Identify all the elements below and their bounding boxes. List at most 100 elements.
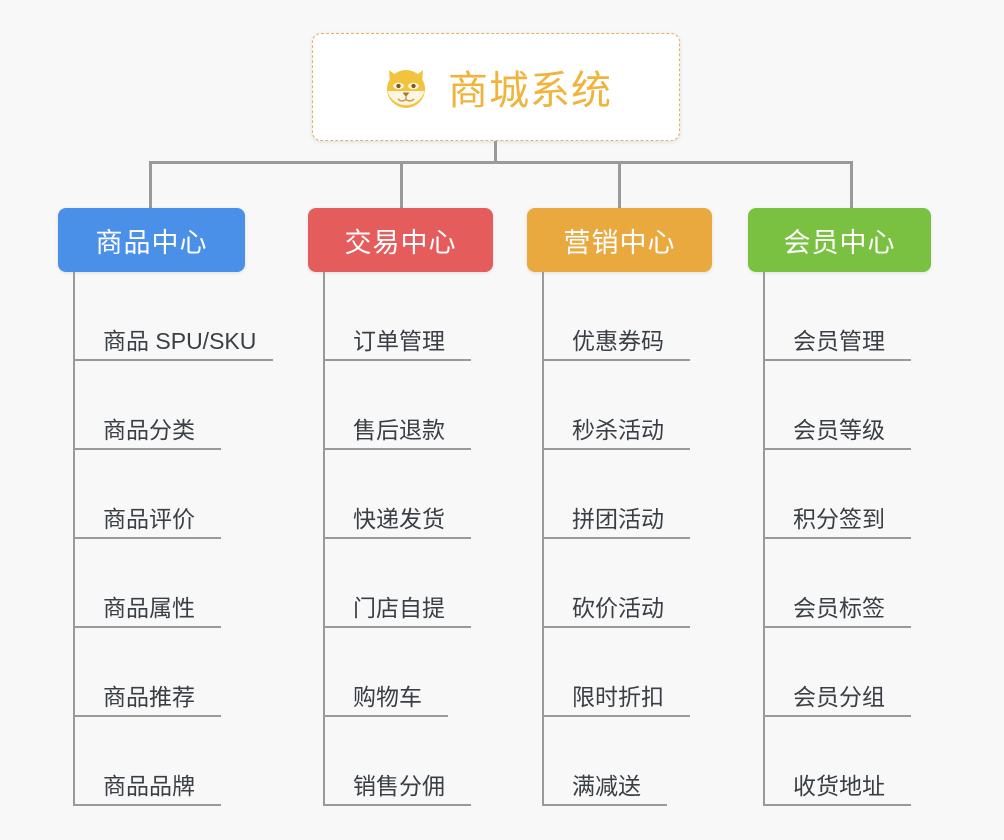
- connector-drop-1: [149, 161, 152, 209]
- list-item-label: 限时折扣: [572, 684, 664, 710]
- list-item[interactable]: 积分签到: [763, 450, 911, 539]
- connector-drop-2: [400, 161, 403, 209]
- connector-root-stem: [494, 141, 497, 163]
- list-item-label: 订单管理: [353, 328, 445, 354]
- list-item[interactable]: 会员等级: [763, 361, 911, 450]
- category-card-trade-center[interactable]: 交易中心: [308, 208, 493, 272]
- item-underline: [542, 626, 690, 628]
- trunk-line-member-center: [763, 272, 765, 806]
- item-underline: [542, 537, 690, 539]
- list-item[interactable]: 商品推荐: [73, 628, 256, 717]
- category-label: 商品中心: [95, 227, 208, 258]
- item-underline: [73, 715, 221, 717]
- list-item-label: 商品属性: [103, 595, 195, 621]
- item-underline: [763, 359, 911, 361]
- root-node-shop-system[interactable]: 商城系统: [312, 33, 680, 141]
- item-underline: [73, 804, 221, 806]
- item-list-marketing-center: 优惠券码 秒杀活动 拼团活动 砍价活动 限时折扣 满减送: [542, 272, 690, 806]
- list-item[interactable]: 商品 SPU/SKU: [73, 272, 273, 361]
- list-item-label: 商品推荐: [103, 684, 195, 710]
- list-item-label: 商品评价: [103, 506, 195, 532]
- list-item[interactable]: 优惠券码: [542, 272, 690, 361]
- category-card-member-center[interactable]: 会员中心: [748, 208, 931, 272]
- list-item[interactable]: 满减送: [542, 717, 667, 806]
- list-item-label: 满减送: [572, 773, 641, 799]
- list-item[interactable]: 秒杀活动: [542, 361, 690, 450]
- list-item-label: 商品分类: [103, 417, 195, 443]
- trunk-line-product-center: [73, 272, 75, 806]
- item-underline: [542, 359, 690, 361]
- connector-drop-4: [850, 161, 853, 209]
- item-underline: [323, 626, 471, 628]
- category-card-marketing-center[interactable]: 营销中心: [527, 208, 712, 272]
- connector-horizontal-bus: [149, 161, 852, 164]
- category-card-product-center[interactable]: 商品中心: [58, 208, 245, 272]
- list-item[interactable]: 购物车: [323, 628, 448, 717]
- shiba-inu-icon: [380, 61, 432, 113]
- list-item[interactable]: 收货地址: [763, 717, 911, 806]
- item-underline: [323, 448, 471, 450]
- item-list-member-center: 会员管理 会员等级 积分签到 会员标签 会员分组 收货地址: [763, 272, 911, 806]
- item-underline: [763, 804, 911, 806]
- list-item-label: 积分签到: [793, 506, 885, 532]
- list-item-label: 秒杀活动: [572, 417, 664, 443]
- list-item-label: 快递发货: [353, 506, 445, 532]
- list-item[interactable]: 商品评价: [73, 450, 256, 539]
- list-item[interactable]: 快递发货: [323, 450, 471, 539]
- list-item[interactable]: 限时折扣: [542, 628, 690, 717]
- list-item[interactable]: 商品属性: [73, 539, 256, 628]
- item-list-trade-center: 订单管理 售后退款 快递发货 门店自提 购物车 销售分佣: [323, 272, 471, 806]
- list-item-label: 售后退款: [353, 417, 445, 443]
- item-underline: [763, 448, 911, 450]
- root-node-title: 商城系统: [448, 69, 612, 113]
- item-underline: [763, 626, 911, 628]
- list-item-label: 商品 SPU/SKU: [103, 328, 257, 354]
- list-item[interactable]: 门店自提: [323, 539, 471, 628]
- item-underline: [323, 359, 471, 361]
- item-underline: [542, 804, 667, 806]
- list-item[interactable]: 订单管理: [323, 272, 471, 361]
- connector-drop-3: [618, 161, 621, 209]
- list-item[interactable]: 会员标签: [763, 539, 911, 628]
- item-underline: [542, 715, 690, 717]
- list-item-label: 拼团活动: [572, 506, 664, 532]
- item-underline: [323, 537, 471, 539]
- list-item-label: 会员标签: [793, 595, 885, 621]
- list-item-label: 门店自提: [353, 595, 445, 621]
- list-item-label: 商品品牌: [103, 773, 195, 799]
- list-item-label: 会员分组: [793, 684, 885, 710]
- item-underline: [73, 448, 221, 450]
- list-item[interactable]: 商品分类: [73, 361, 256, 450]
- item-underline: [763, 715, 911, 717]
- column-product-center: 商品中心 商品 SPU/SKU 商品分类 商品评价 商品属性 商品推荐: [58, 208, 273, 806]
- list-item[interactable]: 拼团活动: [542, 450, 690, 539]
- item-underline: [323, 715, 448, 717]
- category-label: 会员中心: [783, 227, 896, 258]
- list-item[interactable]: 砍价活动: [542, 539, 690, 628]
- item-underline: [323, 804, 471, 806]
- list-item-label: 销售分佣: [353, 773, 445, 799]
- list-item-label: 收货地址: [793, 773, 885, 799]
- list-item-label: 会员管理: [793, 328, 885, 354]
- list-item-label: 砍价活动: [572, 595, 664, 621]
- category-label: 营销中心: [563, 227, 676, 258]
- list-item-label: 会员等级: [793, 417, 885, 443]
- trunk-line-trade-center: [323, 272, 325, 806]
- list-item[interactable]: 商品品牌: [73, 717, 256, 806]
- trunk-line-marketing-center: [542, 272, 544, 806]
- list-item[interactable]: 会员管理: [763, 272, 911, 361]
- item-underline: [73, 626, 221, 628]
- list-item[interactable]: 售后退款: [323, 361, 471, 450]
- category-label: 交易中心: [344, 227, 457, 258]
- list-item[interactable]: 会员分组: [763, 628, 911, 717]
- item-underline: [763, 537, 911, 539]
- list-item-label: 购物车: [353, 684, 422, 710]
- column-trade-center: 交易中心 订单管理 售后退款 快递发货 门店自提 购物车: [308, 208, 493, 806]
- column-member-center: 会员中心 会员管理 会员等级 积分签到 会员标签 会员分组: [748, 208, 931, 806]
- list-item[interactable]: 销售分佣: [323, 717, 471, 806]
- list-item-label: 优惠券码: [572, 328, 664, 354]
- item-underline: [73, 537, 221, 539]
- item-list-product-center: 商品 SPU/SKU 商品分类 商品评价 商品属性 商品推荐 商品品牌: [73, 272, 273, 806]
- column-marketing-center: 营销中心 优惠券码 秒杀活动 拼团活动 砍价活动 限时折扣: [527, 208, 712, 806]
